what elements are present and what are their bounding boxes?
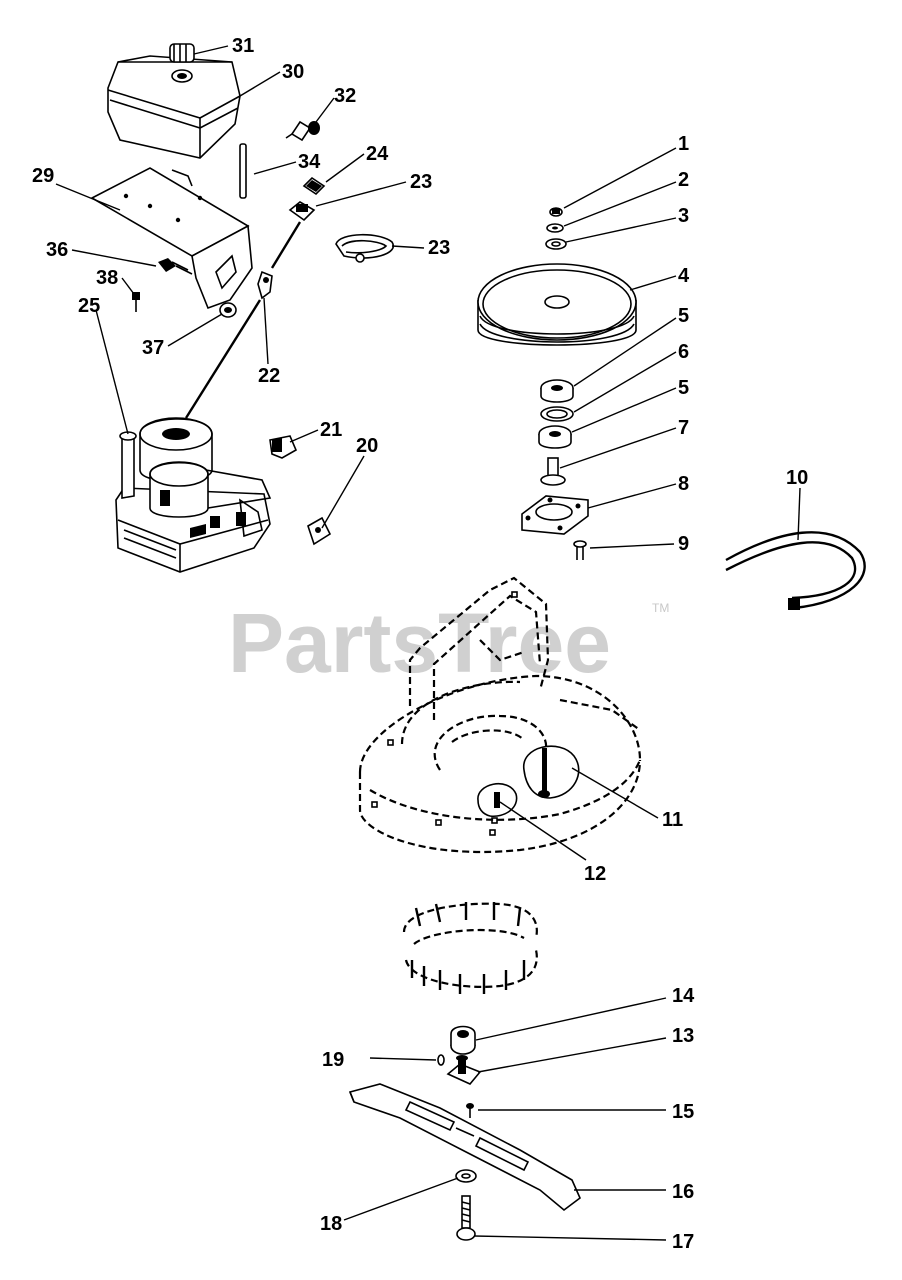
part-pulley[interactable] <box>477 263 637 346</box>
callout-38: 38 <box>96 267 118 289</box>
watermark-tm: TM <box>652 601 669 615</box>
part-washer-3[interactable] <box>545 238 567 250</box>
part-mower-deck[interactable] <box>358 576 642 854</box>
part-throttle-cable <box>184 299 262 419</box>
callout-20: 20 <box>356 435 378 457</box>
part-bolt-17[interactable] <box>456 1195 476 1241</box>
part-nut-37[interactable] <box>219 302 237 318</box>
part-washer-2[interactable] <box>546 223 564 233</box>
callout-labels: 31 30 32 34 24 23 23 29 36 38 25 37 22 2… <box>32 35 808 1253</box>
part-tank-bracket[interactable] <box>90 167 253 310</box>
callout-13: 13 <box>672 1025 694 1047</box>
part-screw-15[interactable] <box>466 1103 474 1118</box>
part-shaft[interactable] <box>540 457 566 486</box>
part-fuel-line[interactable] <box>239 143 247 199</box>
callout-1: 1 <box>678 133 689 155</box>
part-plate-12[interactable] <box>477 783 518 818</box>
part-plate-11[interactable] <box>523 745 580 799</box>
part-cable-clamp[interactable] <box>257 270 273 300</box>
callout-10: 10 <box>786 467 808 489</box>
callout-11: 11 <box>662 809 683 831</box>
part-blade-support[interactable] <box>446 1055 482 1085</box>
callout-12: 12 <box>584 863 606 885</box>
callout-32: 32 <box>334 85 356 107</box>
callout-37: 37 <box>142 337 164 359</box>
callout-14: 14 <box>672 985 695 1007</box>
callout-36: 36 <box>46 239 68 261</box>
callout-5-lower: 5 <box>678 377 689 399</box>
part-bearing-housing[interactable] <box>521 495 589 535</box>
part-key[interactable] <box>437 1054 445 1066</box>
callout-23-control: 23 <box>410 171 432 193</box>
part-belt[interactable] <box>725 531 866 610</box>
part-throttle-knob[interactable] <box>302 176 326 196</box>
callout-21: 21 <box>320 419 342 441</box>
callout-6: 6 <box>678 341 689 363</box>
callout-3: 3 <box>678 205 689 227</box>
part-screw-38[interactable] <box>132 292 140 312</box>
part-bearing-lower[interactable] <box>538 425 572 449</box>
part-bolt-9[interactable] <box>573 540 587 560</box>
callout-19: 19 <box>322 1049 344 1071</box>
part-throttle-control[interactable] <box>270 201 316 269</box>
callout-30: 30 <box>282 61 304 83</box>
watermark-text: PartsTree <box>228 596 611 690</box>
callout-18: 18 <box>320 1213 342 1235</box>
callout-5-upper: 5 <box>678 305 689 327</box>
leader-lines <box>55 45 801 1241</box>
callout-7: 7 <box>678 417 689 439</box>
part-blade-adapter[interactable] <box>450 1025 476 1055</box>
part-shutoff-valve[interactable] <box>285 120 320 142</box>
callout-2: 2 <box>678 169 689 191</box>
callout-17: 17 <box>672 1231 694 1253</box>
callout-31: 31 <box>232 35 254 57</box>
callout-25: 25 <box>78 295 100 317</box>
part-blade[interactable] <box>348 1083 581 1212</box>
callout-23-clip: 23 <box>428 237 450 259</box>
part-washer-18[interactable] <box>455 1169 477 1183</box>
part-spacer[interactable] <box>540 406 574 422</box>
callout-8: 8 <box>678 473 689 495</box>
callout-15: 15 <box>672 1101 694 1123</box>
part-bearing-upper[interactable] <box>540 379 574 403</box>
callout-4: 4 <box>678 265 690 287</box>
callout-29: 29 <box>32 165 54 187</box>
part-clip-20[interactable] <box>307 516 332 546</box>
part-bolt-36[interactable] <box>158 258 193 275</box>
part-engine[interactable] <box>115 417 272 573</box>
part-nut-1[interactable] <box>549 207 563 217</box>
part-fuel-tank[interactable] <box>107 55 241 159</box>
callout-34: 34 <box>298 151 321 173</box>
callout-9: 9 <box>678 533 689 555</box>
callout-24: 24 <box>366 143 389 165</box>
part-clip-21[interactable] <box>269 435 298 459</box>
callout-16: 16 <box>672 1181 694 1203</box>
callout-22: 22 <box>258 365 280 387</box>
part-baffle[interactable] <box>402 902 538 994</box>
part-throttle-clip[interactable] <box>335 233 395 263</box>
part-gas-cap[interactable] <box>169 43 195 83</box>
